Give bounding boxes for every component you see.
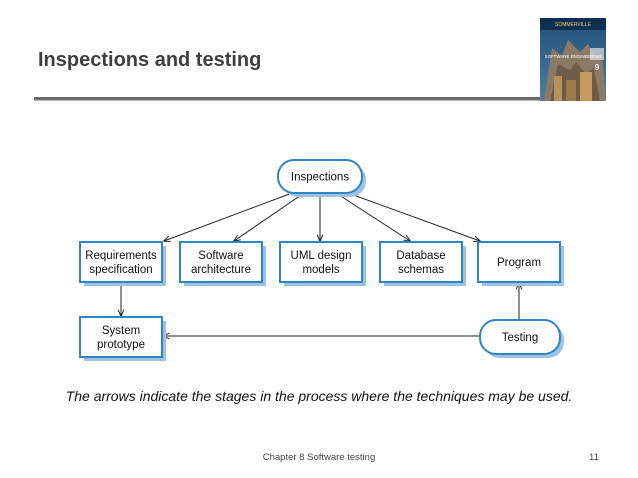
book-title-text: SOFTWARE ENGINEERING (545, 54, 602, 59)
arrow-inspections-to-database (335, 192, 410, 241)
node-architecture-box (179, 241, 263, 283)
node-inspections: Inspections (277, 159, 366, 197)
node-prototype-box (79, 316, 163, 358)
node-testing-label-0: Testing (502, 332, 538, 344)
book-edition-text: 9 (595, 63, 600, 72)
node-uml-label-1: models (302, 264, 339, 276)
node-uml-box (279, 241, 363, 283)
node-architecture-label-0: Software (198, 250, 243, 262)
node-prototype-label-1: prototype (97, 339, 145, 351)
node-testing: Testing (479, 319, 564, 358)
arrow-inspections-to-architecture (234, 192, 305, 241)
node-requirements-label-0: Requirements (85, 250, 157, 262)
node-program-box (477, 241, 561, 283)
node-prototype-label-0: System (102, 325, 140, 337)
node-database-label-1: schemas (398, 264, 444, 276)
node-uml: UML design models (279, 241, 366, 286)
node-database: Database schemas (379, 241, 466, 286)
node-architecture-label-1: architecture (191, 264, 251, 276)
node-inspections-label-0: Inspections (291, 172, 349, 184)
node-program-label-0: Program (497, 257, 541, 269)
book-author-text: SOMMERVILLE (555, 22, 592, 28)
node-inspections-box (277, 159, 363, 194)
node-requirements-label-1: specification (89, 264, 152, 276)
page-number: 11 (589, 452, 599, 463)
node-uml-label-0: UML design (291, 250, 352, 262)
book-cover-image: SOMMERVILLE SOFTWARE ENGINEERING 9 (540, 18, 606, 101)
diagram-caption: The arrows indicate the stages in the pr… (65, 388, 573, 404)
arrow-inspections-to-requirements (164, 192, 293, 241)
footer-chapter: Chapter 8 Software testing (262, 452, 376, 463)
node-requirements: Requirements specification (79, 241, 166, 286)
arrow-inspections-to-program (347, 192, 480, 241)
node-architecture: Software architecture (179, 241, 266, 286)
node-requirements-box (79, 241, 163, 283)
node-testing-box (479, 319, 561, 355)
node-database-box (379, 241, 463, 283)
slide-title: Inspections and testing (38, 49, 262, 71)
node-prototype: System prototype (79, 316, 166, 361)
node-program: Program (477, 241, 564, 286)
title-underline (34, 97, 544, 101)
node-database-label-0: Database (396, 250, 445, 262)
